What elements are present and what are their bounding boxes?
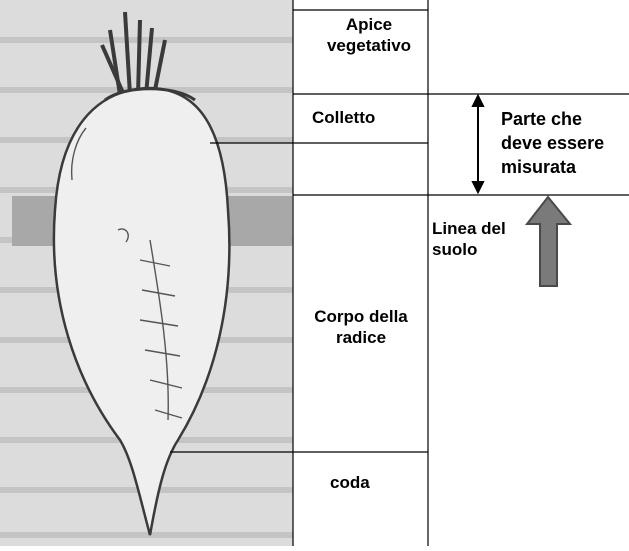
- label-apex: Apice vegetativo: [326, 15, 412, 55]
- beet-crown: [104, 87, 196, 102]
- label-measure: Parte che deve essere misurata: [501, 109, 605, 177]
- beet-root-body: [52, 86, 231, 536]
- label-soil-line: Linea del suolo: [432, 219, 506, 259]
- beet-leaf-stems: [100, 11, 167, 96]
- measure-double-arrow-icon: [471, 93, 485, 195]
- label-tail: coda: [330, 473, 370, 492]
- table-grid: [170, 0, 629, 546]
- beet-root-texture: [70, 127, 183, 421]
- soil-up-arrow-icon: [524, 195, 573, 287]
- label-root-body: Corpo della radice: [314, 307, 408, 347]
- soil-block-right: [222, 196, 292, 246]
- label-collar: Colletto: [312, 108, 376, 127]
